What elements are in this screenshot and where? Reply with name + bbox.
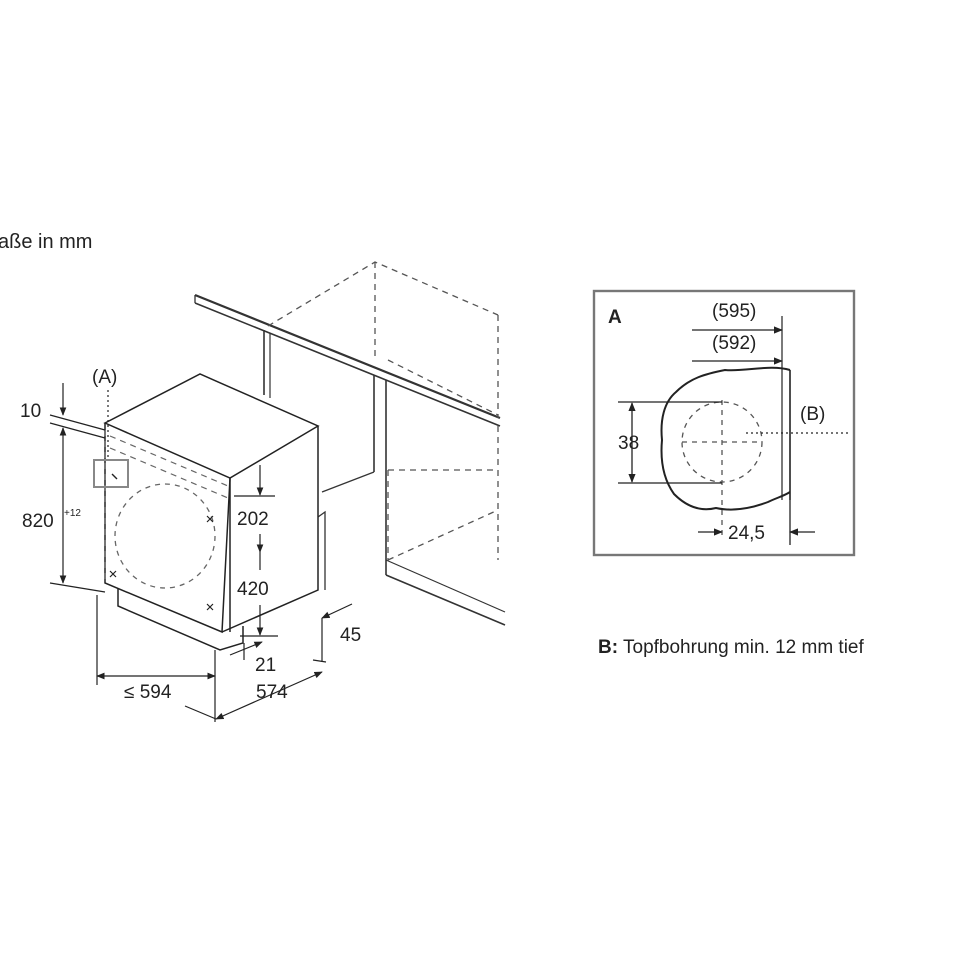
dim-inner: (592) — [712, 333, 757, 354]
units-heading: aße in mm — [0, 231, 93, 253]
detail-a-frame — [592, 289, 856, 557]
dim-hole-diameter: 38 — [618, 433, 640, 454]
dim-lower: 420 — [237, 579, 269, 600]
footnote: B: Topfbohrung min. 12 mm tief — [598, 638, 864, 657]
detail-a-drawing — [618, 316, 848, 545]
dim-top-gap: 10 — [20, 401, 42, 422]
dim-depth: 574 — [256, 682, 288, 703]
footnote-text: Topfbohrung min. 12 mm tief — [618, 637, 864, 658]
dim-width: ≤ 594 — [124, 682, 172, 703]
dim-height: 820 — [22, 511, 54, 532]
dimension-lines-main — [49, 383, 353, 722]
dim-outer: (595) — [712, 301, 757, 322]
washer-body — [93, 373, 320, 651]
dim-upper: 202 — [237, 509, 269, 530]
dim-plinth: 21 — [255, 655, 277, 676]
label-hole-b: (B) — [800, 404, 826, 425]
dim-depth-offset: 45 — [340, 625, 362, 646]
detail-a-title: A — [608, 307, 622, 328]
dim-height-tolerance: +12 — [64, 508, 81, 519]
footnote-key: B: — [598, 637, 619, 658]
cabinet-context — [194, 261, 506, 626]
label-detail-a-marker: (A) — [92, 367, 118, 388]
dim-hole-offset: 24,5 — [728, 523, 765, 544]
